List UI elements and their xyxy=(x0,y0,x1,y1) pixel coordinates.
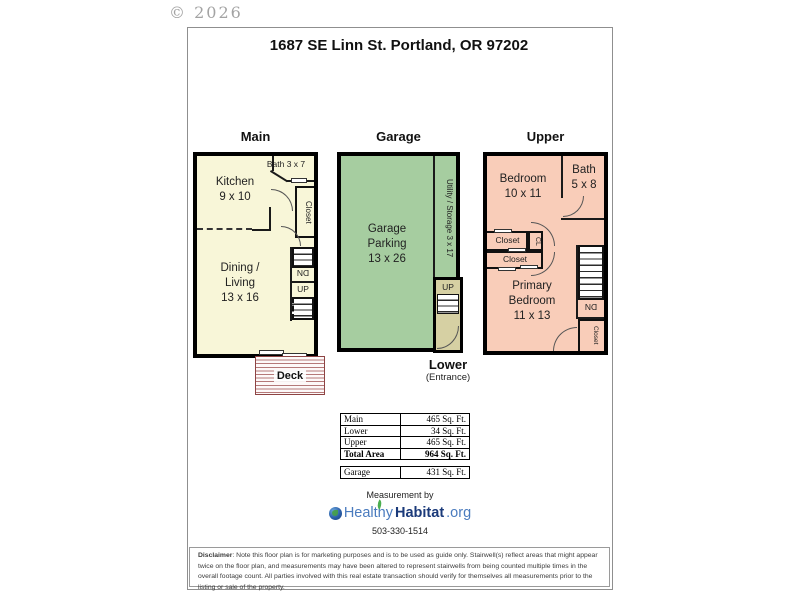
main-kitchen-label: Kitchen 9 x 10 xyxy=(197,175,273,205)
upper-cl-room xyxy=(528,231,543,251)
upper-closet-c-room xyxy=(578,319,604,351)
upper-bath-label: Bath 5 x 8 xyxy=(563,163,605,193)
main-closet-label: Closet xyxy=(304,200,313,224)
deck-label: Deck xyxy=(273,370,307,382)
main-floor-label: Main xyxy=(240,129,271,144)
main-dining-label: Dining / Living 13 x 16 xyxy=(197,261,283,306)
table-row: Upper 465 Sq. Ft. xyxy=(340,436,470,449)
table-row: Lower 34 Sq. Ft. xyxy=(340,424,470,437)
wall xyxy=(252,229,271,231)
main-stairs-up-label: UP xyxy=(297,284,309,294)
sliding-door xyxy=(520,265,538,269)
primary-bedroom-label: Primary Bedroom 11 x 13 xyxy=(487,279,577,324)
brand-healthy: Healthy xyxy=(343,505,393,521)
upper-stairs-dn-label: DN xyxy=(584,302,598,312)
brand-tld: .org xyxy=(446,505,472,521)
main-stairs-down-run xyxy=(292,247,314,268)
upper-closet-c-label: Closet xyxy=(592,326,599,345)
main-stairs-dn-label: DN xyxy=(296,268,310,278)
measurement-by-label: Measurement by xyxy=(366,490,434,500)
brand-habitat: Habitat xyxy=(395,505,445,521)
wall xyxy=(561,156,563,198)
area-value: 964 Sq. Ft. xyxy=(400,447,470,460)
phone-number: 503-330-1514 xyxy=(371,526,429,536)
area-value: 465 Sq. Ft. xyxy=(400,436,470,449)
table-row: Garage 431 Sq. Ft. xyxy=(340,466,470,479)
wall xyxy=(433,156,435,278)
deck-label-wrap: Deck xyxy=(255,366,325,384)
bedroom-l2: 10 x 11 xyxy=(504,187,542,200)
upper-closet-b-label: Closet xyxy=(502,254,528,264)
primary-l2: Bedroom xyxy=(508,294,556,307)
wall xyxy=(576,317,604,319)
area-value: 465 Sq. Ft. xyxy=(400,413,470,426)
disclaimer-label: Disclaimer xyxy=(198,552,233,559)
area-label: Upper xyxy=(340,436,401,449)
main-stairs-up-run xyxy=(292,297,314,320)
bath-l1: Bath xyxy=(572,164,596,176)
upper-closet-a-label: Closet xyxy=(495,235,520,245)
parking-l3: 13 x 26 xyxy=(368,252,406,265)
bath-l2: 5 x 8 xyxy=(571,178,597,191)
upper-cl-label: CL xyxy=(534,236,541,246)
area-value: 34 Sq. Ft. xyxy=(400,424,470,437)
page-border xyxy=(187,27,613,590)
dashed-wall-opening xyxy=(197,228,252,230)
garage-area-table: Garage 431 Sq. Ft. xyxy=(340,466,470,479)
area-label: Garage xyxy=(340,466,401,479)
copyright-watermark: © 2026 xyxy=(169,3,243,22)
wall xyxy=(576,245,578,318)
sliding-door xyxy=(494,229,512,233)
garage-label: Garage xyxy=(376,129,421,144)
kitchen-dims: 9 x 10 xyxy=(219,190,251,203)
primary-l3: 11 x 13 xyxy=(513,309,551,322)
parking-l1: Garage xyxy=(367,223,407,235)
sliding-door xyxy=(498,267,516,271)
table-row: Main 465 Sq. Ft. xyxy=(340,413,470,426)
disclaimer-text: : Note this floor plan is for marketing … xyxy=(198,552,598,591)
area-label: Main xyxy=(340,413,401,426)
wall xyxy=(292,281,314,283)
disclaimer-box: Disclaimer: Note this floor plan is for … xyxy=(189,547,610,591)
garage-stairs-run xyxy=(437,294,459,314)
dining-l1: Dining / xyxy=(220,262,260,274)
parking-l2: Parking xyxy=(367,237,407,250)
main-closet-room xyxy=(295,186,314,238)
table-row-total: Total Area 964 Sq. Ft. xyxy=(340,447,470,460)
lower-entrance-label: (Entrance) xyxy=(425,372,471,383)
bedroom-l1: Bedroom xyxy=(499,173,547,185)
area-label: Total Area xyxy=(340,447,401,460)
garage-stairs-up-label: UP xyxy=(442,282,454,292)
sliding-door xyxy=(508,248,526,252)
lower-label: Lower xyxy=(428,357,468,372)
garage-parking-label: Garage Parking 13 x 26 xyxy=(341,222,433,267)
upper-bedroom-label: Bedroom 10 x 11 xyxy=(487,172,559,202)
utility-storage-label: Utility / Storage 3 x 17 xyxy=(445,178,454,258)
area-table: Main 465 Sq. Ft. Lower 34 Sq. Ft. Upper … xyxy=(340,413,470,460)
kitchen-name: Kitchen xyxy=(215,176,255,188)
globe-icon xyxy=(328,506,342,520)
upper-stairs-run xyxy=(578,245,604,300)
area-value: 431 Sq. Ft. xyxy=(400,466,470,479)
upper-floor-label: Upper xyxy=(526,129,565,144)
main-bath-label: Bath 3 x 7 xyxy=(266,159,306,169)
wall xyxy=(272,156,274,171)
primary-l1: Primary xyxy=(512,280,552,292)
wall xyxy=(290,247,292,321)
wall xyxy=(269,207,271,231)
area-label: Lower xyxy=(340,424,401,437)
address-title: 1687 SE Linn St. Portland, OR 97202 xyxy=(269,37,529,54)
dining-l3: 13 x 16 xyxy=(221,291,259,304)
sink-fixture xyxy=(291,178,307,183)
dining-l2: Living xyxy=(224,276,256,289)
sliding-door xyxy=(259,350,284,355)
wall xyxy=(561,218,604,220)
